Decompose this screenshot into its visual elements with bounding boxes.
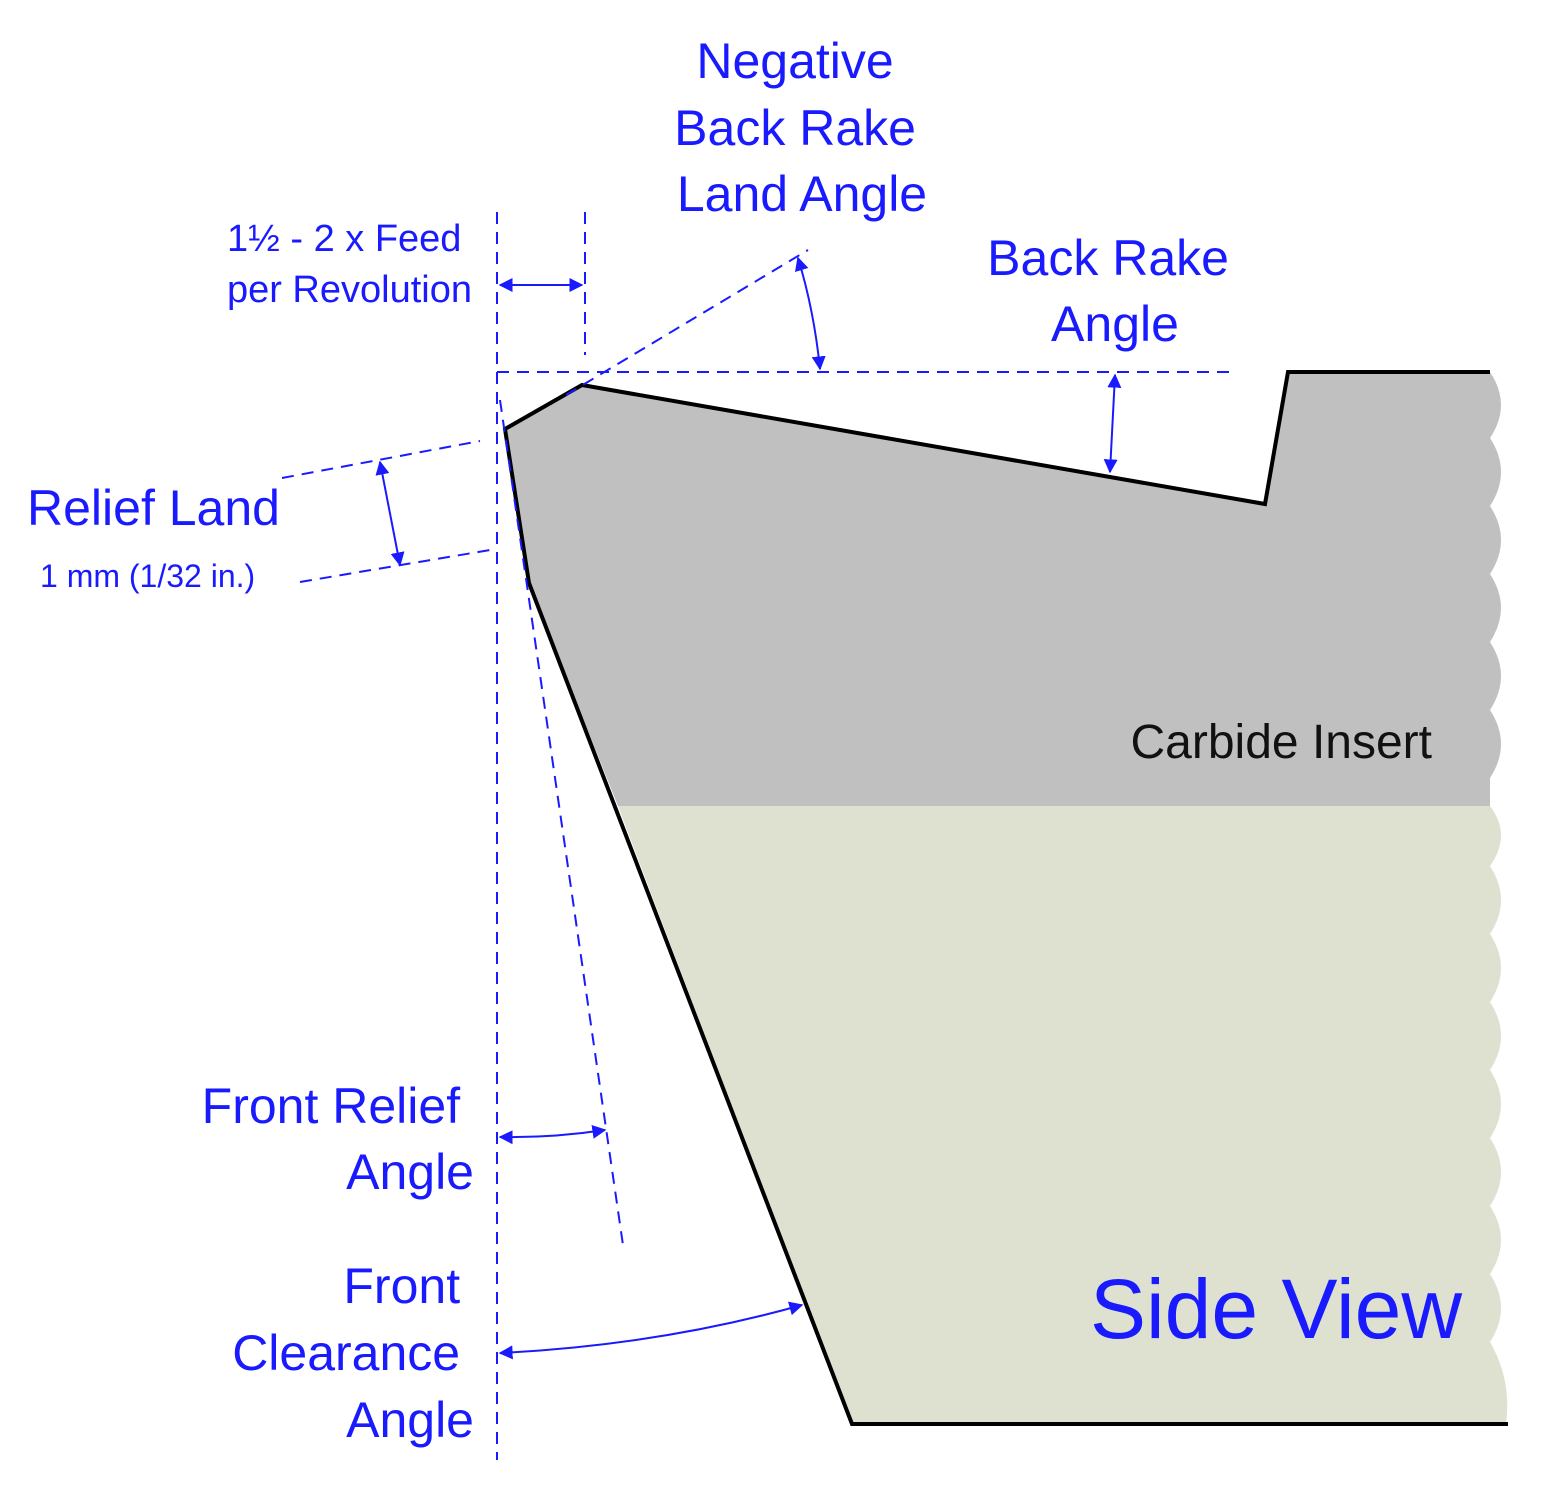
back-rake-angle-label: Back Rake Angle (987, 230, 1243, 352)
land-angle-extension-line (565, 249, 809, 396)
relief-land-arrow (375, 460, 405, 567)
front-clearance-angle-label: Front Clearance Angle (232, 1258, 474, 1448)
front-relief-extension-line (499, 399, 624, 1246)
back-rake-angle-arrow (1103, 373, 1122, 474)
carbide-insert-body (505, 372, 1501, 806)
front-relief-angle-label: Front Relief Angle (202, 1078, 474, 1200)
relief-land-label: Relief Land (27, 480, 280, 536)
side-view-title: Side View (1090, 1262, 1462, 1356)
land-angle-arrow (795, 256, 826, 371)
carbide-insert-label: Carbide Insert (1131, 716, 1432, 769)
relief-land-lower-line (299, 548, 497, 583)
tool-outline (502, 370, 1508, 1426)
relief-land-size-label: 1 mm (1/32 in.) (40, 558, 255, 594)
front-clearance-angle-arrow (498, 1301, 804, 1360)
front-relief-angle-arrow (498, 1124, 607, 1145)
negative-back-rake-land-angle-label: Negative Back Rake Land Angle (674, 33, 930, 222)
tool-shank (618, 806, 1508, 1424)
feed-label: 1½ - 2 x Feed per Revolution (227, 218, 472, 311)
relief-land-upper-line (281, 440, 481, 479)
